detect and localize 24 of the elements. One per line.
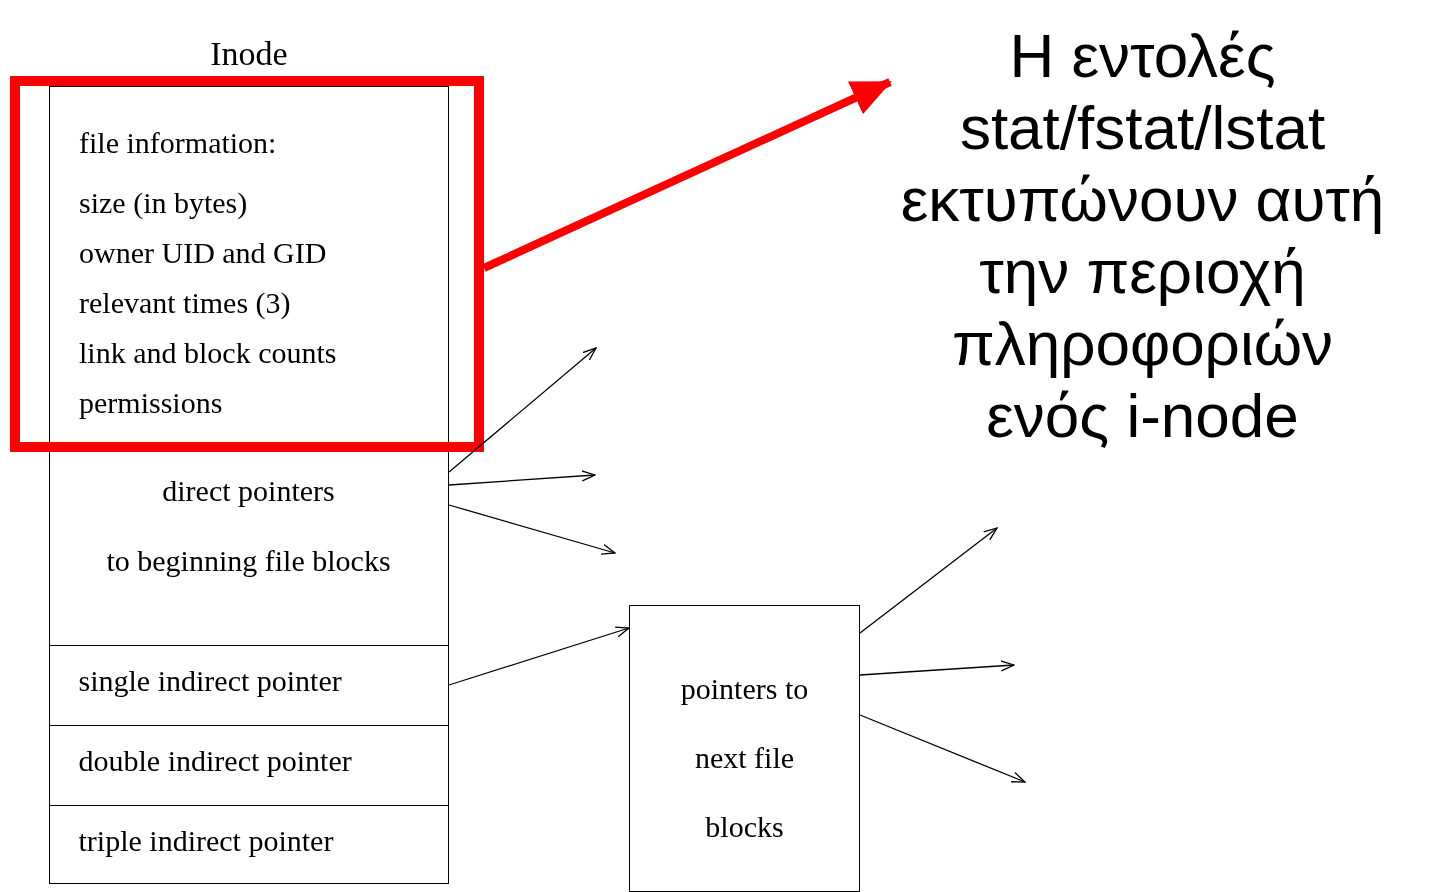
field-label: single indirect pointer bbox=[78, 663, 342, 698]
field-label: triple indirect pointer bbox=[78, 823, 334, 858]
arrow bbox=[448, 347, 597, 473]
field-label: relevant times (3) bbox=[79, 286, 291, 320]
arrow bbox=[859, 660, 1015, 676]
field-label: double indirect pointer bbox=[78, 743, 352, 778]
arrow bbox=[859, 527, 998, 634]
field-label: size (in bytes) bbox=[79, 186, 248, 220]
arrow bbox=[859, 714, 1026, 783]
pointer-block-box bbox=[629, 605, 860, 892]
field-label: link and block counts bbox=[79, 336, 337, 370]
section-heading: file information: bbox=[79, 126, 277, 160]
field-label: permissions bbox=[79, 386, 223, 420]
field-label: to beginning file blocks bbox=[105, 543, 392, 578]
inode-heading: Inode bbox=[209, 35, 289, 73]
highlight-box bbox=[10, 76, 484, 452]
field-label: owner UID and GID bbox=[79, 236, 327, 270]
block-label: pointers to next file blocks bbox=[679, 671, 810, 845]
field-label: direct pointers bbox=[161, 473, 336, 508]
arrow bbox=[448, 504, 616, 555]
arrow bbox=[482, 78, 892, 272]
arrow bbox=[448, 470, 596, 486]
arrow bbox=[448, 626, 630, 686]
annotation-text: Η εντολές stat/fstat/lstat εκτυπώνουν αυτή την περιοχή πληροφοριών ενός i-node bbox=[890, 20, 1395, 540]
